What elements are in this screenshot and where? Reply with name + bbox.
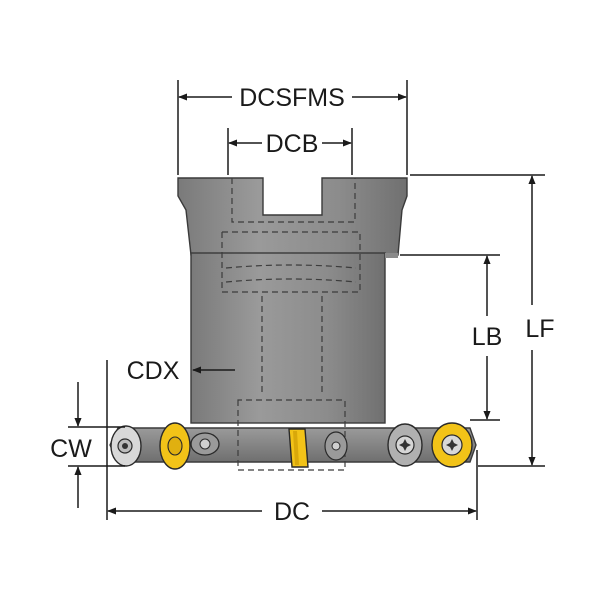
insert-center-yellow: [288, 428, 309, 468]
clamp-screw-left: [190, 432, 220, 456]
label-cdx: CDX: [127, 357, 180, 385]
label-cw: CW: [50, 435, 92, 463]
insert-right: [387, 423, 423, 467]
dimension-labels: DCSFMS DCB LF LB CDX CW DC: [50, 84, 554, 526]
inserts: [110, 422, 473, 470]
insert-far-left: [110, 425, 142, 467]
label-lf: LF: [525, 315, 554, 343]
dimension-lines: [68, 80, 545, 520]
cutter-body: [109, 177, 477, 463]
pocket-center-right: [324, 431, 348, 461]
hidden-lines: [221, 178, 361, 471]
label-dcb: DCB: [266, 130, 319, 158]
label-lb: LB: [472, 323, 503, 351]
cutter-neck: [190, 252, 386, 424]
label-dc: DC: [274, 498, 310, 526]
cutter-top-shoulder: [177, 177, 408, 256]
insert-far-right-yellow: [431, 422, 473, 468]
insert-left-yellow: [159, 422, 191, 470]
label-dcsfms: DCSFMS: [239, 84, 345, 112]
